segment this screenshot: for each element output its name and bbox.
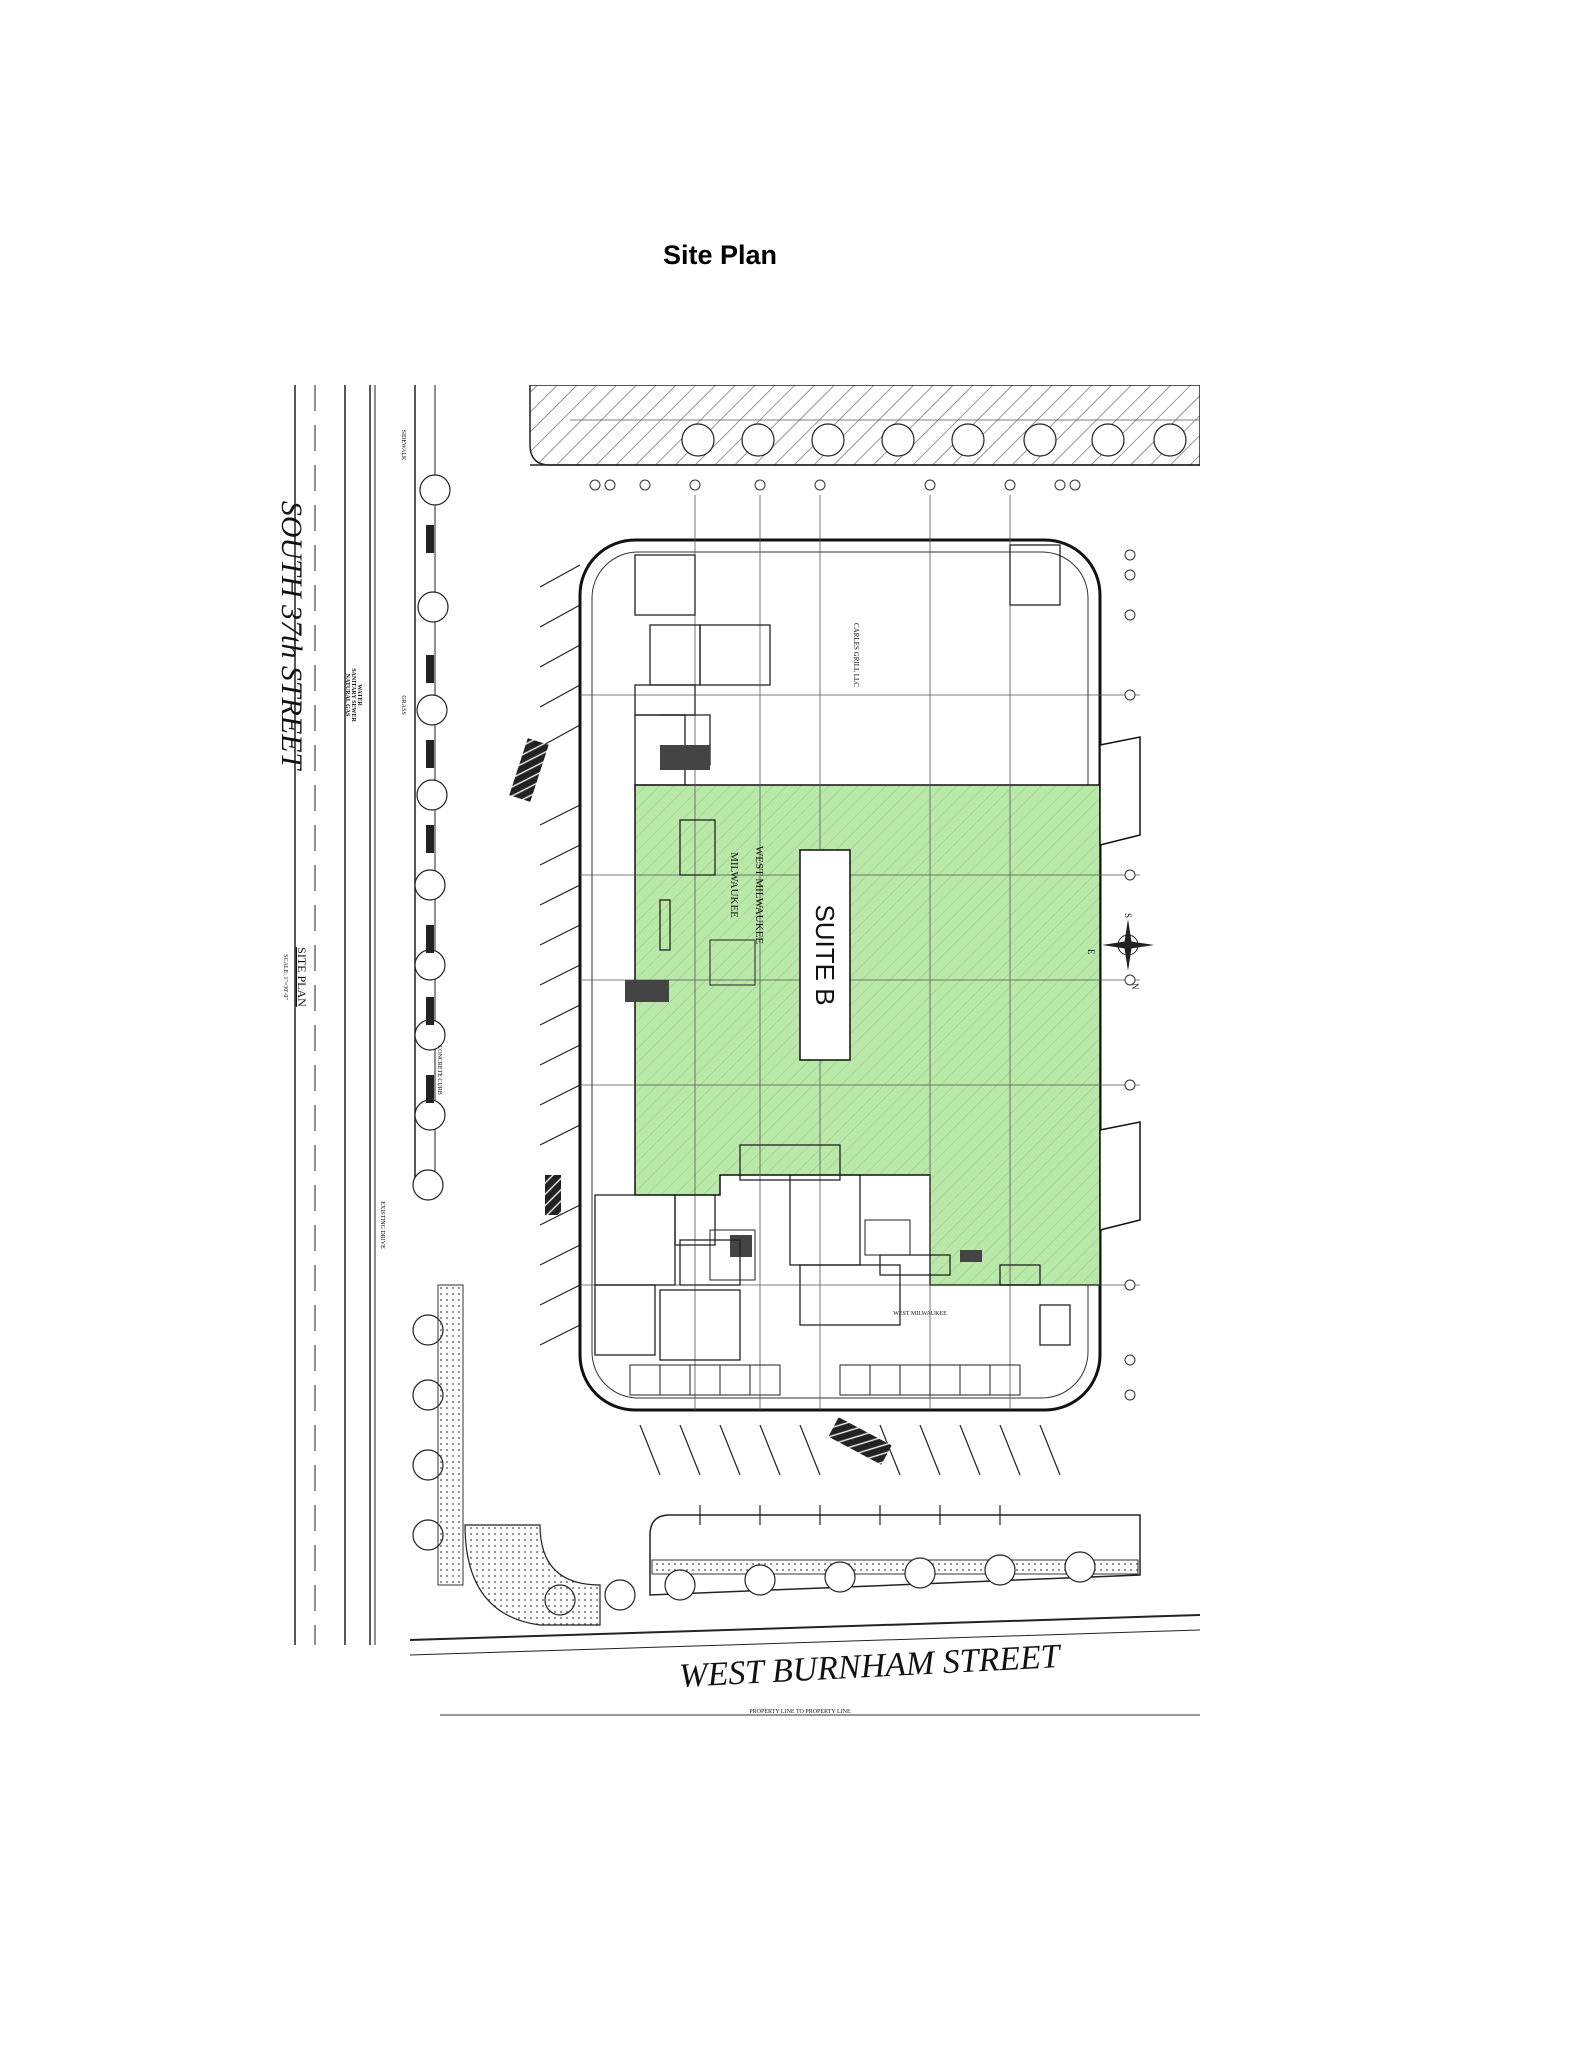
south-planting-strip	[649, 1514, 1141, 1596]
compass-s: S	[1123, 913, 1133, 918]
label-existing-drive: EXISTING DRIVE	[379, 1201, 385, 1249]
crosswalk-south	[828, 1417, 892, 1465]
restrooms	[709, 939, 911, 1281]
utility-sanitary: SANITARY SEWER	[350, 668, 356, 722]
south-west-sidewalk-dots	[437, 1284, 464, 1586]
west-trees	[412, 474, 451, 1551]
label-grass: GRASS	[400, 695, 406, 714]
south-storefronts	[629, 1364, 1021, 1396]
lower-offices	[594, 1144, 1071, 1361]
label-property-line: PROPERTY LINE TO PROPERTY LINE	[749, 1709, 851, 1715]
tenant-upper-label: CARLES GRILL LLC	[852, 623, 860, 687]
crosswalk-southwest	[545, 1175, 561, 1215]
page-title: Site Plan	[662, 240, 778, 270]
suite-b-label-box	[799, 849, 851, 1061]
south-street	[409, 1614, 1200, 1716]
label-sidewalk: SIDEWALK	[400, 430, 406, 461]
east-canopies	[1099, 736, 1141, 1231]
label-concrete: CONCRETE CURB	[436, 1045, 442, 1095]
title-block-scale: SCALE: 1"=30'-0"	[282, 954, 288, 1000]
tenant-milwaukee-label-2: MILWAUKEE	[728, 852, 740, 918]
street-name-west: SOUTH 37th STREET	[275, 501, 308, 772]
column-grid	[580, 495, 1140, 1410]
top-trees	[681, 423, 1187, 457]
west-street	[294, 385, 436, 1645]
corridor-label: WEST MILWAUKEE	[893, 1311, 947, 1317]
tenant-milwaukee-label-1: WEST MILWAUKEE	[753, 846, 765, 945]
west-parking-stalls	[539, 564, 581, 1346]
north-arrow: S N E	[1086, 913, 1154, 990]
compass-n: N	[1130, 983, 1140, 990]
southwest-corner-landscape	[464, 1524, 601, 1626]
crosswalk-west	[509, 738, 549, 802]
suite-b-label: SUITE B	[810, 904, 840, 1005]
west-sidewalk-pavers	[426, 525, 434, 1103]
site-plan-drawing: SUITE B CARLES GRILL LLC WEST MILWAUKEE …	[275, 385, 1200, 1716]
utility-water: WATER	[356, 684, 362, 706]
title-block-name: SITE PLAN	[295, 947, 309, 1007]
utility-gas: NATURAL GAS	[344, 674, 350, 717]
south-parking-stalls	[639, 1424, 1061, 1525]
street-name-south: WEST BURNHAM STREET	[678, 1638, 1062, 1695]
compass-e: E	[1086, 949, 1096, 955]
